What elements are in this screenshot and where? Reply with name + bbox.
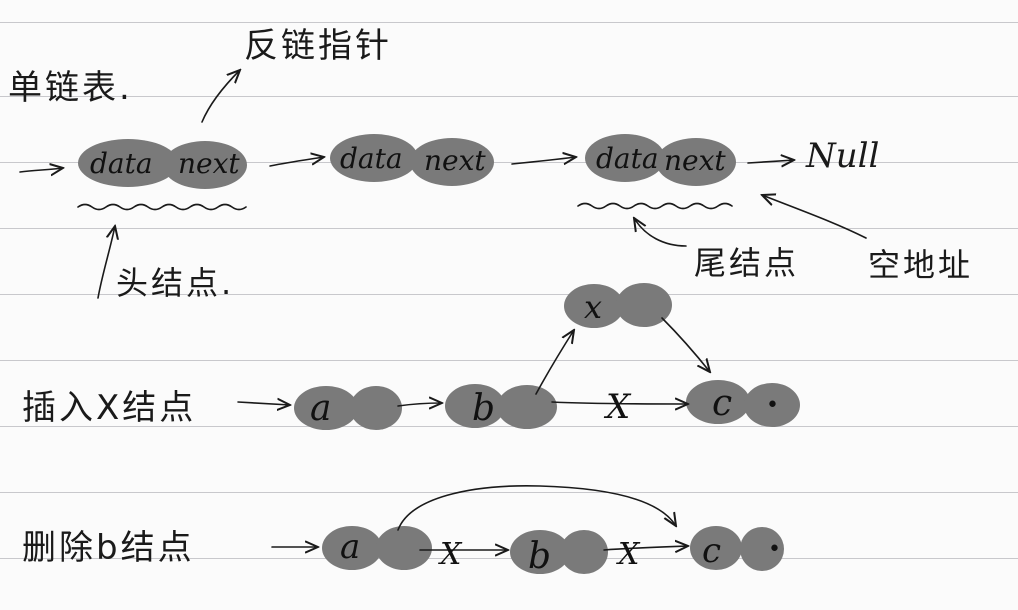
node-c-label: c bbox=[712, 383, 732, 424]
node-b-label: b bbox=[472, 388, 495, 429]
rule-line bbox=[0, 96, 1018, 97]
row1-list: data next data next data next bbox=[19, 70, 867, 299]
row3-delete: a b c • X X bbox=[271, 485, 784, 577]
rule-line bbox=[0, 426, 1018, 427]
node-next-label: next bbox=[178, 147, 240, 180]
node-data-field bbox=[78, 139, 178, 187]
node-b-next bbox=[560, 530, 608, 574]
node-x-data bbox=[564, 284, 624, 328]
node-data-label: data bbox=[596, 142, 659, 175]
insert-node-label: 插入X结点 bbox=[22, 388, 197, 428]
tail-node-pointer bbox=[634, 218, 687, 247]
node-c-next bbox=[744, 383, 800, 427]
rule-line bbox=[0, 558, 1018, 559]
node-a-data bbox=[322, 526, 382, 570]
node-a-next bbox=[350, 386, 402, 430]
cut-mark: X bbox=[616, 537, 641, 572]
node-data-label: data bbox=[340, 142, 403, 175]
tail-node-underline bbox=[577, 202, 733, 210]
node-c-next bbox=[740, 527, 784, 571]
reverse-pointer-arrow bbox=[201, 70, 240, 123]
head-node-underline bbox=[77, 203, 247, 211]
a-to-c-bypass-arrow bbox=[397, 485, 676, 531]
list-node: data next bbox=[78, 139, 247, 189]
x-to-c-arrow bbox=[661, 317, 710, 372]
rule-line bbox=[0, 360, 1018, 361]
null-label: Null bbox=[806, 136, 880, 176]
rule-line bbox=[0, 162, 1018, 163]
insert-label-arrow bbox=[237, 402, 290, 405]
next-pointer-arrow bbox=[511, 157, 576, 164]
node-c-pointer-dot: • bbox=[766, 393, 779, 418]
node-data-label: data bbox=[90, 147, 153, 180]
node-a-next bbox=[376, 526, 432, 570]
node-b-data bbox=[445, 384, 505, 428]
head-node-pointer bbox=[97, 226, 115, 299]
delete-node-label: 删除b结点 bbox=[22, 528, 195, 568]
reverse-pointer-label: 反链指针 bbox=[244, 26, 392, 66]
list-node: data next bbox=[330, 134, 494, 186]
node-data-field bbox=[330, 134, 418, 182]
node-c-label: c bbox=[702, 531, 721, 571]
rule-line bbox=[0, 228, 1018, 229]
node-next-field bbox=[163, 141, 247, 189]
node-next-label: next bbox=[664, 144, 726, 177]
rule-line bbox=[0, 492, 1018, 493]
list-node: data next bbox=[585, 134, 736, 186]
node-b-data bbox=[510, 530, 570, 574]
entry-arrow bbox=[19, 168, 63, 172]
tail-node-label: 尾结点 bbox=[694, 244, 800, 282]
node-a-label: a bbox=[310, 388, 331, 429]
next-pointer-arrow bbox=[269, 157, 324, 167]
null-address-pointer bbox=[762, 195, 867, 239]
node-b-label: b bbox=[528, 536, 551, 577]
null-address-label: 空地址 bbox=[868, 246, 974, 284]
null-pointer-arrow bbox=[747, 160, 794, 163]
node-c-data bbox=[690, 526, 742, 570]
single-list-label: 单链表. bbox=[8, 68, 133, 108]
node-x-next bbox=[616, 283, 672, 327]
node-next-field bbox=[410, 138, 494, 186]
b-to-x-arrow bbox=[535, 330, 574, 395]
cut-mark: X bbox=[603, 387, 632, 427]
node-data-field bbox=[585, 134, 665, 182]
a-to-b-arrow bbox=[397, 403, 442, 406]
node-b-next bbox=[497, 385, 557, 429]
node-a-label: a bbox=[340, 527, 360, 567]
node-next-label: next bbox=[424, 144, 486, 177]
node-next-field bbox=[656, 138, 736, 186]
cut-mark: X bbox=[438, 537, 463, 572]
row2-insert: a b c • x X bbox=[237, 283, 800, 430]
head-node-label: 头结点. bbox=[116, 264, 235, 302]
node-x-label: x bbox=[584, 288, 602, 326]
rule-line bbox=[0, 22, 1018, 23]
b-to-c-old-arrow bbox=[551, 402, 688, 404]
node-c-pointer-dot: • bbox=[768, 537, 781, 562]
node-a-data bbox=[294, 386, 358, 430]
rule-line bbox=[0, 294, 1018, 295]
node-c-data bbox=[686, 380, 750, 424]
b-to-c-old-arrow bbox=[603, 546, 688, 550]
